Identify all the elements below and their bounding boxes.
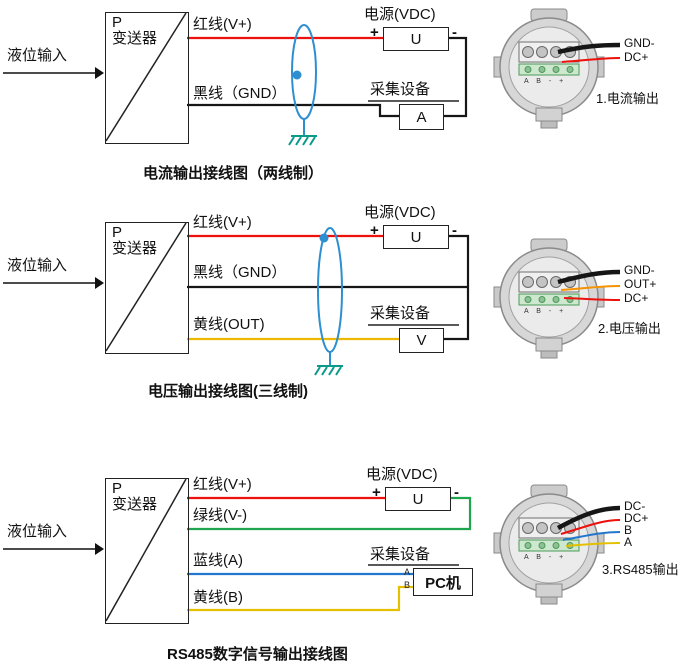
wire-label-black: 黑线（GND） <box>193 85 287 102</box>
terminal-strip-text: A B - + <box>524 78 567 85</box>
device-wire-black <box>557 42 621 55</box>
input-label: 液位输入 <box>7 257 68 274</box>
device-wire-orange <box>560 285 621 291</box>
wire-green <box>187 496 472 531</box>
shield-ellipse <box>317 227 343 353</box>
device-caption: 1.电流输出 <box>596 91 659 106</box>
transmitter-box <box>105 478 189 624</box>
transmitter-diagonal <box>105 478 187 622</box>
terminal-label-dc: DC+ <box>624 291 649 305</box>
device-photo-1 <box>493 8 621 129</box>
ground-icon <box>314 365 343 376</box>
collector-unit-letter: A <box>416 108 427 126</box>
transmitter-diagonal <box>105 12 187 142</box>
wire-yellow <box>187 585 413 612</box>
transmitter-p-label: P <box>112 480 123 497</box>
transmitter-box <box>105 222 189 354</box>
power-unit-box: U <box>383 225 449 249</box>
power-minus-sign: - <box>454 484 459 501</box>
terminal-label-out: OUT+ <box>624 277 657 291</box>
terminal-label-b: B <box>624 523 633 537</box>
transmitter-name-label: 变送器 <box>112 496 158 513</box>
section-caption: 电压输出接线图(三线制) <box>148 383 308 400</box>
device-wire-black <box>556 505 621 530</box>
device-wire-red <box>563 297 621 301</box>
collector-title: 采集设备 <box>370 305 431 322</box>
terminal-strip-text: A B - + <box>524 554 567 561</box>
device-caption: 3.RS485输出 <box>602 562 679 577</box>
terminal-label-dc: DC+ <box>624 50 649 64</box>
device-wire-black <box>557 269 621 285</box>
section1-lines <box>3 12 468 146</box>
collector-unit-letter: V <box>416 332 427 349</box>
power-minus-sign: - <box>452 24 457 41</box>
shield-junction-dot <box>319 233 329 243</box>
collector-unit-box: V <box>399 328 444 353</box>
wire-label-yellow: 黄线(B) <box>193 589 243 606</box>
input-arrow-head <box>95 67 104 79</box>
ground-icon <box>288 135 317 146</box>
power-plus-sign: + <box>372 484 381 501</box>
device-wire-blue <box>562 531 621 541</box>
terminal-strip-text: A B - + <box>524 308 567 315</box>
section2-lines <box>3 222 470 376</box>
wire-label-green: 绿线(V-) <box>193 507 248 524</box>
pc-box-label: PC机 <box>425 574 461 592</box>
device-wire-yellow <box>565 542 621 547</box>
device-wire-red <box>560 519 621 535</box>
power-title: 电源(VDC) <box>364 204 436 221</box>
wire-label-black: 黑线（GND） <box>193 264 287 281</box>
shield-junction-dot <box>292 70 302 80</box>
power-unit-letter: U <box>412 490 424 508</box>
pc-box: PC机 <box>413 568 473 596</box>
input-arrow-head <box>95 543 104 555</box>
input-arrow-head <box>95 277 104 289</box>
transmitter-diagonal <box>105 222 187 352</box>
terminal-label-dcminus: DC- <box>624 499 646 513</box>
collector-title: 采集设备 <box>370 546 431 563</box>
power-minus-sign: - <box>452 222 457 239</box>
power-unit-letter: U <box>410 30 422 48</box>
wire-label-yellow: 黄线(OUT) <box>193 316 265 333</box>
power-unit-box: U <box>385 487 451 511</box>
transmitter-name-label: 变送器 <box>112 30 158 47</box>
pc-port-b-label: B <box>404 580 411 590</box>
device-wire-red <box>561 57 621 63</box>
wire-label-red: 红线(V+) <box>193 214 252 231</box>
power-return-wire <box>442 234 470 341</box>
transmitter-p-label: P <box>112 14 123 31</box>
power-unit-box: U <box>383 27 449 51</box>
power-unit-letter: U <box>410 228 422 246</box>
terminal-label-gnd: GND- <box>624 36 655 50</box>
section-caption: 电流输出接线图（两线制） <box>143 165 324 182</box>
input-label: 液位输入 <box>7 47 68 64</box>
wire-black-gnd <box>187 103 399 118</box>
transmitter-p-label: P <box>112 224 123 241</box>
input-label: 液位输入 <box>7 523 68 540</box>
wire-label-red: 红线(V+) <box>193 16 252 33</box>
wire-label-red: 红线(V+) <box>193 476 252 493</box>
collector-title: 采集设备 <box>370 81 431 98</box>
pc-port-a-label: A <box>404 567 411 577</box>
transmitter-name-label: 变送器 <box>112 240 158 257</box>
power-title: 电源(VDC) <box>366 466 438 483</box>
section-caption: RS485数字信号输出接线图 <box>167 646 348 663</box>
power-plus-sign: + <box>370 24 379 41</box>
section3-lines <box>3 478 472 622</box>
device-photo-3 <box>493 484 621 605</box>
collector-unit-box: A <box>399 104 444 130</box>
terminal-label-dcplus: DC+ <box>624 511 649 525</box>
wire-label-blue: 蓝线(A) <box>193 552 243 569</box>
power-title: 电源(VDC) <box>364 6 436 23</box>
power-plus-sign: + <box>370 222 379 239</box>
transmitter-box <box>105 12 189 144</box>
device-caption: 2.电压输出 <box>598 321 661 336</box>
terminal-label-gnd: GND- <box>624 263 655 277</box>
power-return-wire <box>442 36 468 118</box>
device-photo-2 <box>493 238 621 359</box>
terminal-label-a: A <box>624 535 633 549</box>
